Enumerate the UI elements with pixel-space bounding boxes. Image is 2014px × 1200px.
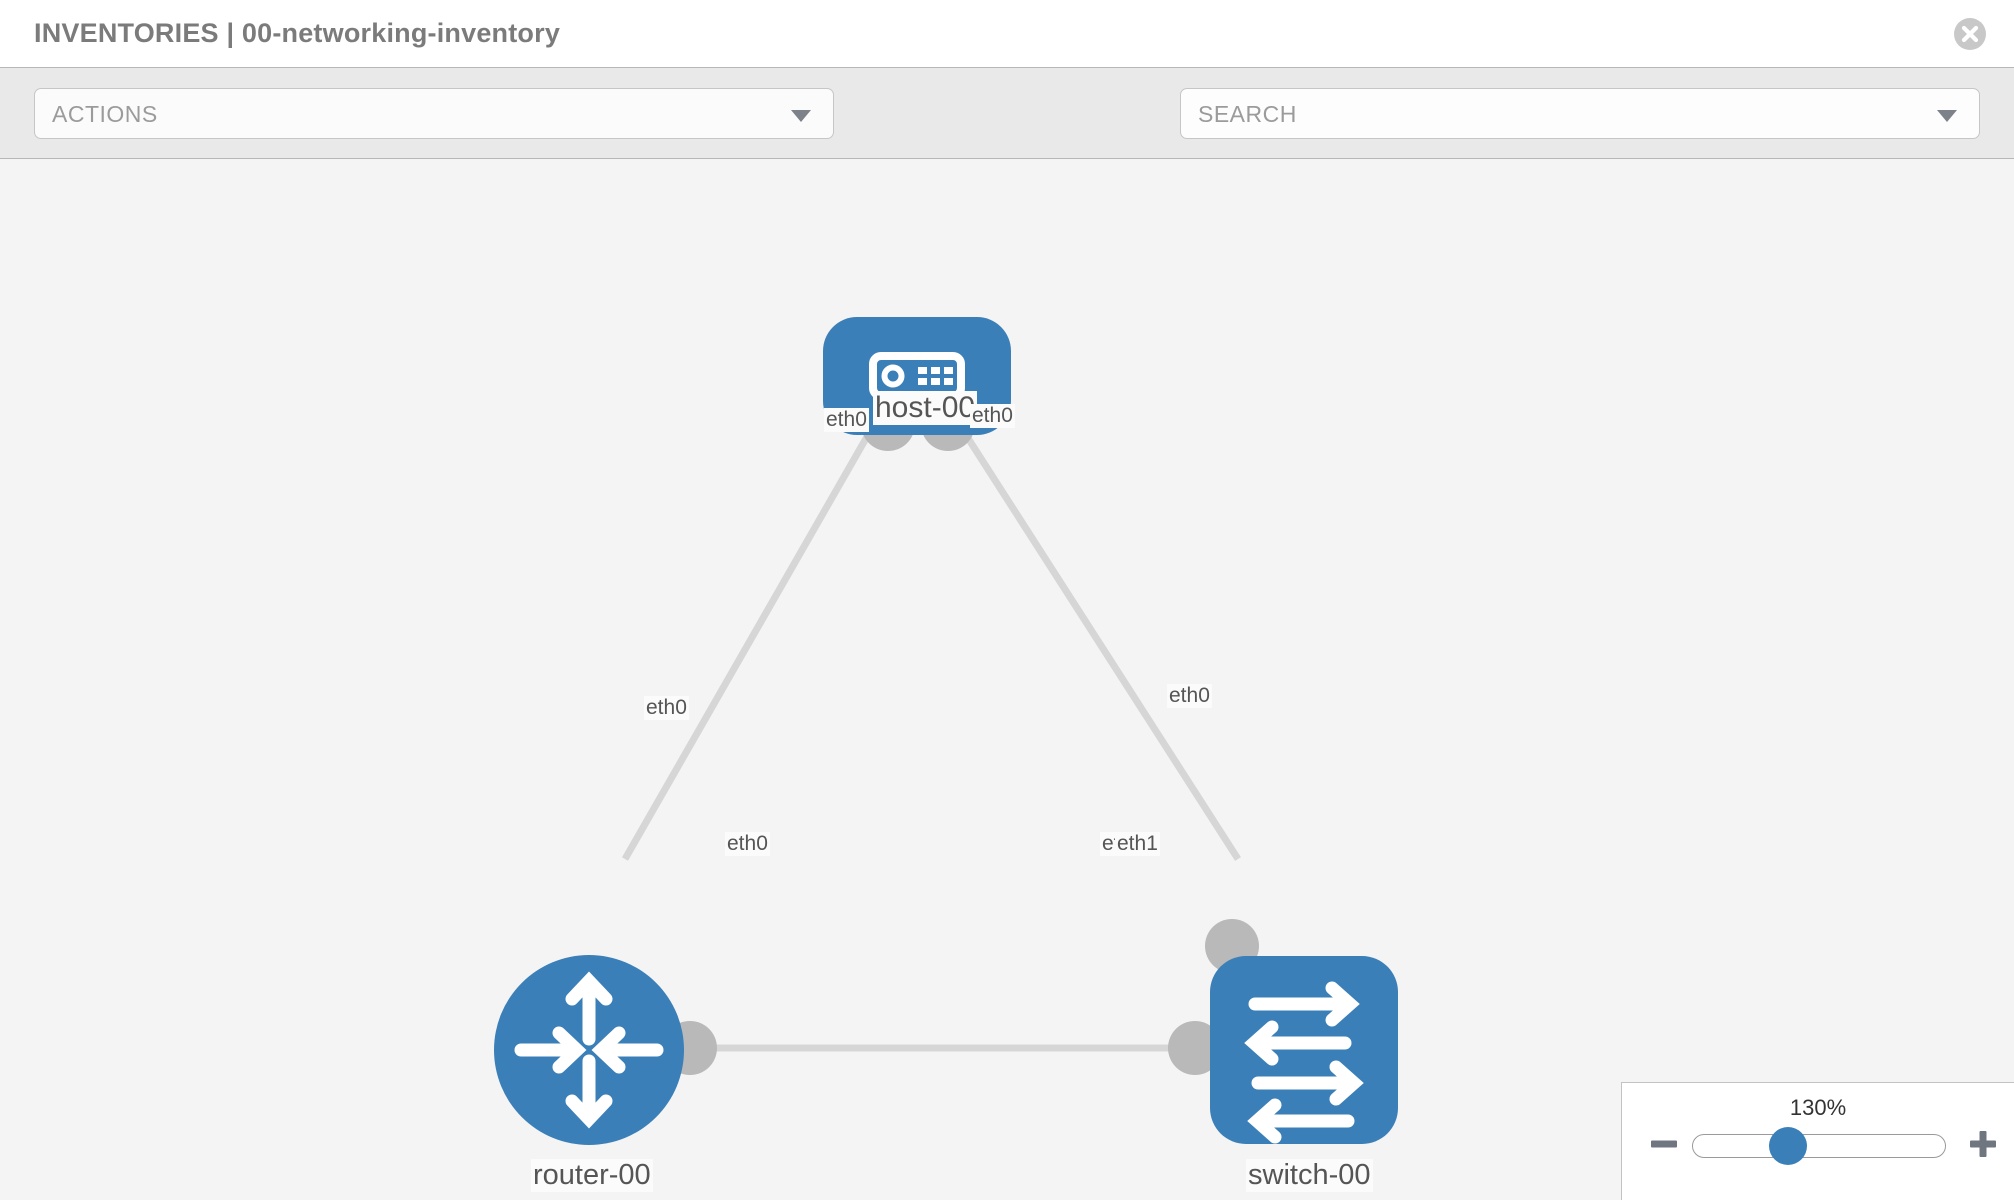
switch-arrows-icon <box>1244 981 1364 1144</box>
actions-dropdown[interactable]: ACTIONS <box>34 88 834 139</box>
edge-label-router-right: eth0 <box>725 832 770 856</box>
chevron-down-icon <box>791 110 811 122</box>
router-arrows-icon <box>514 971 664 1129</box>
toolbar: ACTIONS SEARCH <box>0 68 2014 198</box>
search-placeholder: SEARCH <box>1198 101 1297 127</box>
actions-dropdown-label: ACTIONS <box>52 101 158 127</box>
node-switch-00[interactable] <box>1210 956 1398 1144</box>
port-switch-left[interactable] <box>1168 1021 1222 1075</box>
page-title: INVENTORIES | 00-networking-inventory <box>34 18 561 48</box>
edge-label-host-right: eth0 <box>970 404 1015 428</box>
page-header: INVENTORIES | 00-networking-inventory <box>0 0 2014 68</box>
edge-host-switch[interactable] <box>945 405 1241 861</box>
topology-graph <box>494 317 1398 1145</box>
zoom-in-button[interactable] <box>1966 1127 2000 1161</box>
node-label-host: host-00 <box>873 391 978 425</box>
edge-label-router-up: eth0 <box>644 696 689 720</box>
node-label-switch: switch-00 <box>1246 1159 1373 1192</box>
chevron-down-icon <box>1937 110 1957 122</box>
edge-label-host-left: eth0 <box>824 408 869 432</box>
zoom-control-panel: 130% <box>1621 1082 2014 1200</box>
node-router-00[interactable] <box>494 955 684 1145</box>
edge-label-switch-left-b: eth1 <box>1115 832 1160 856</box>
zoom-out-button[interactable] <box>1647 1127 1681 1161</box>
edge-label-switch-up: eth0 <box>1167 684 1212 708</box>
zoom-slider-track[interactable] <box>1692 1134 1946 1158</box>
zoom-level-label: 130% <box>1789 1095 1847 1120</box>
edge-host-router[interactable] <box>621 405 888 861</box>
zoom-slider-thumb[interactable] <box>1769 1127 1807 1165</box>
close-icon[interactable] <box>1952 16 1988 52</box>
search-input[interactable]: SEARCH <box>1180 88 1980 139</box>
node-label-router: router-00 <box>531 1159 653 1192</box>
topology-canvas[interactable]: host-00 router-00 switch-00 eth0 eth0 et… <box>0 159 2014 1200</box>
